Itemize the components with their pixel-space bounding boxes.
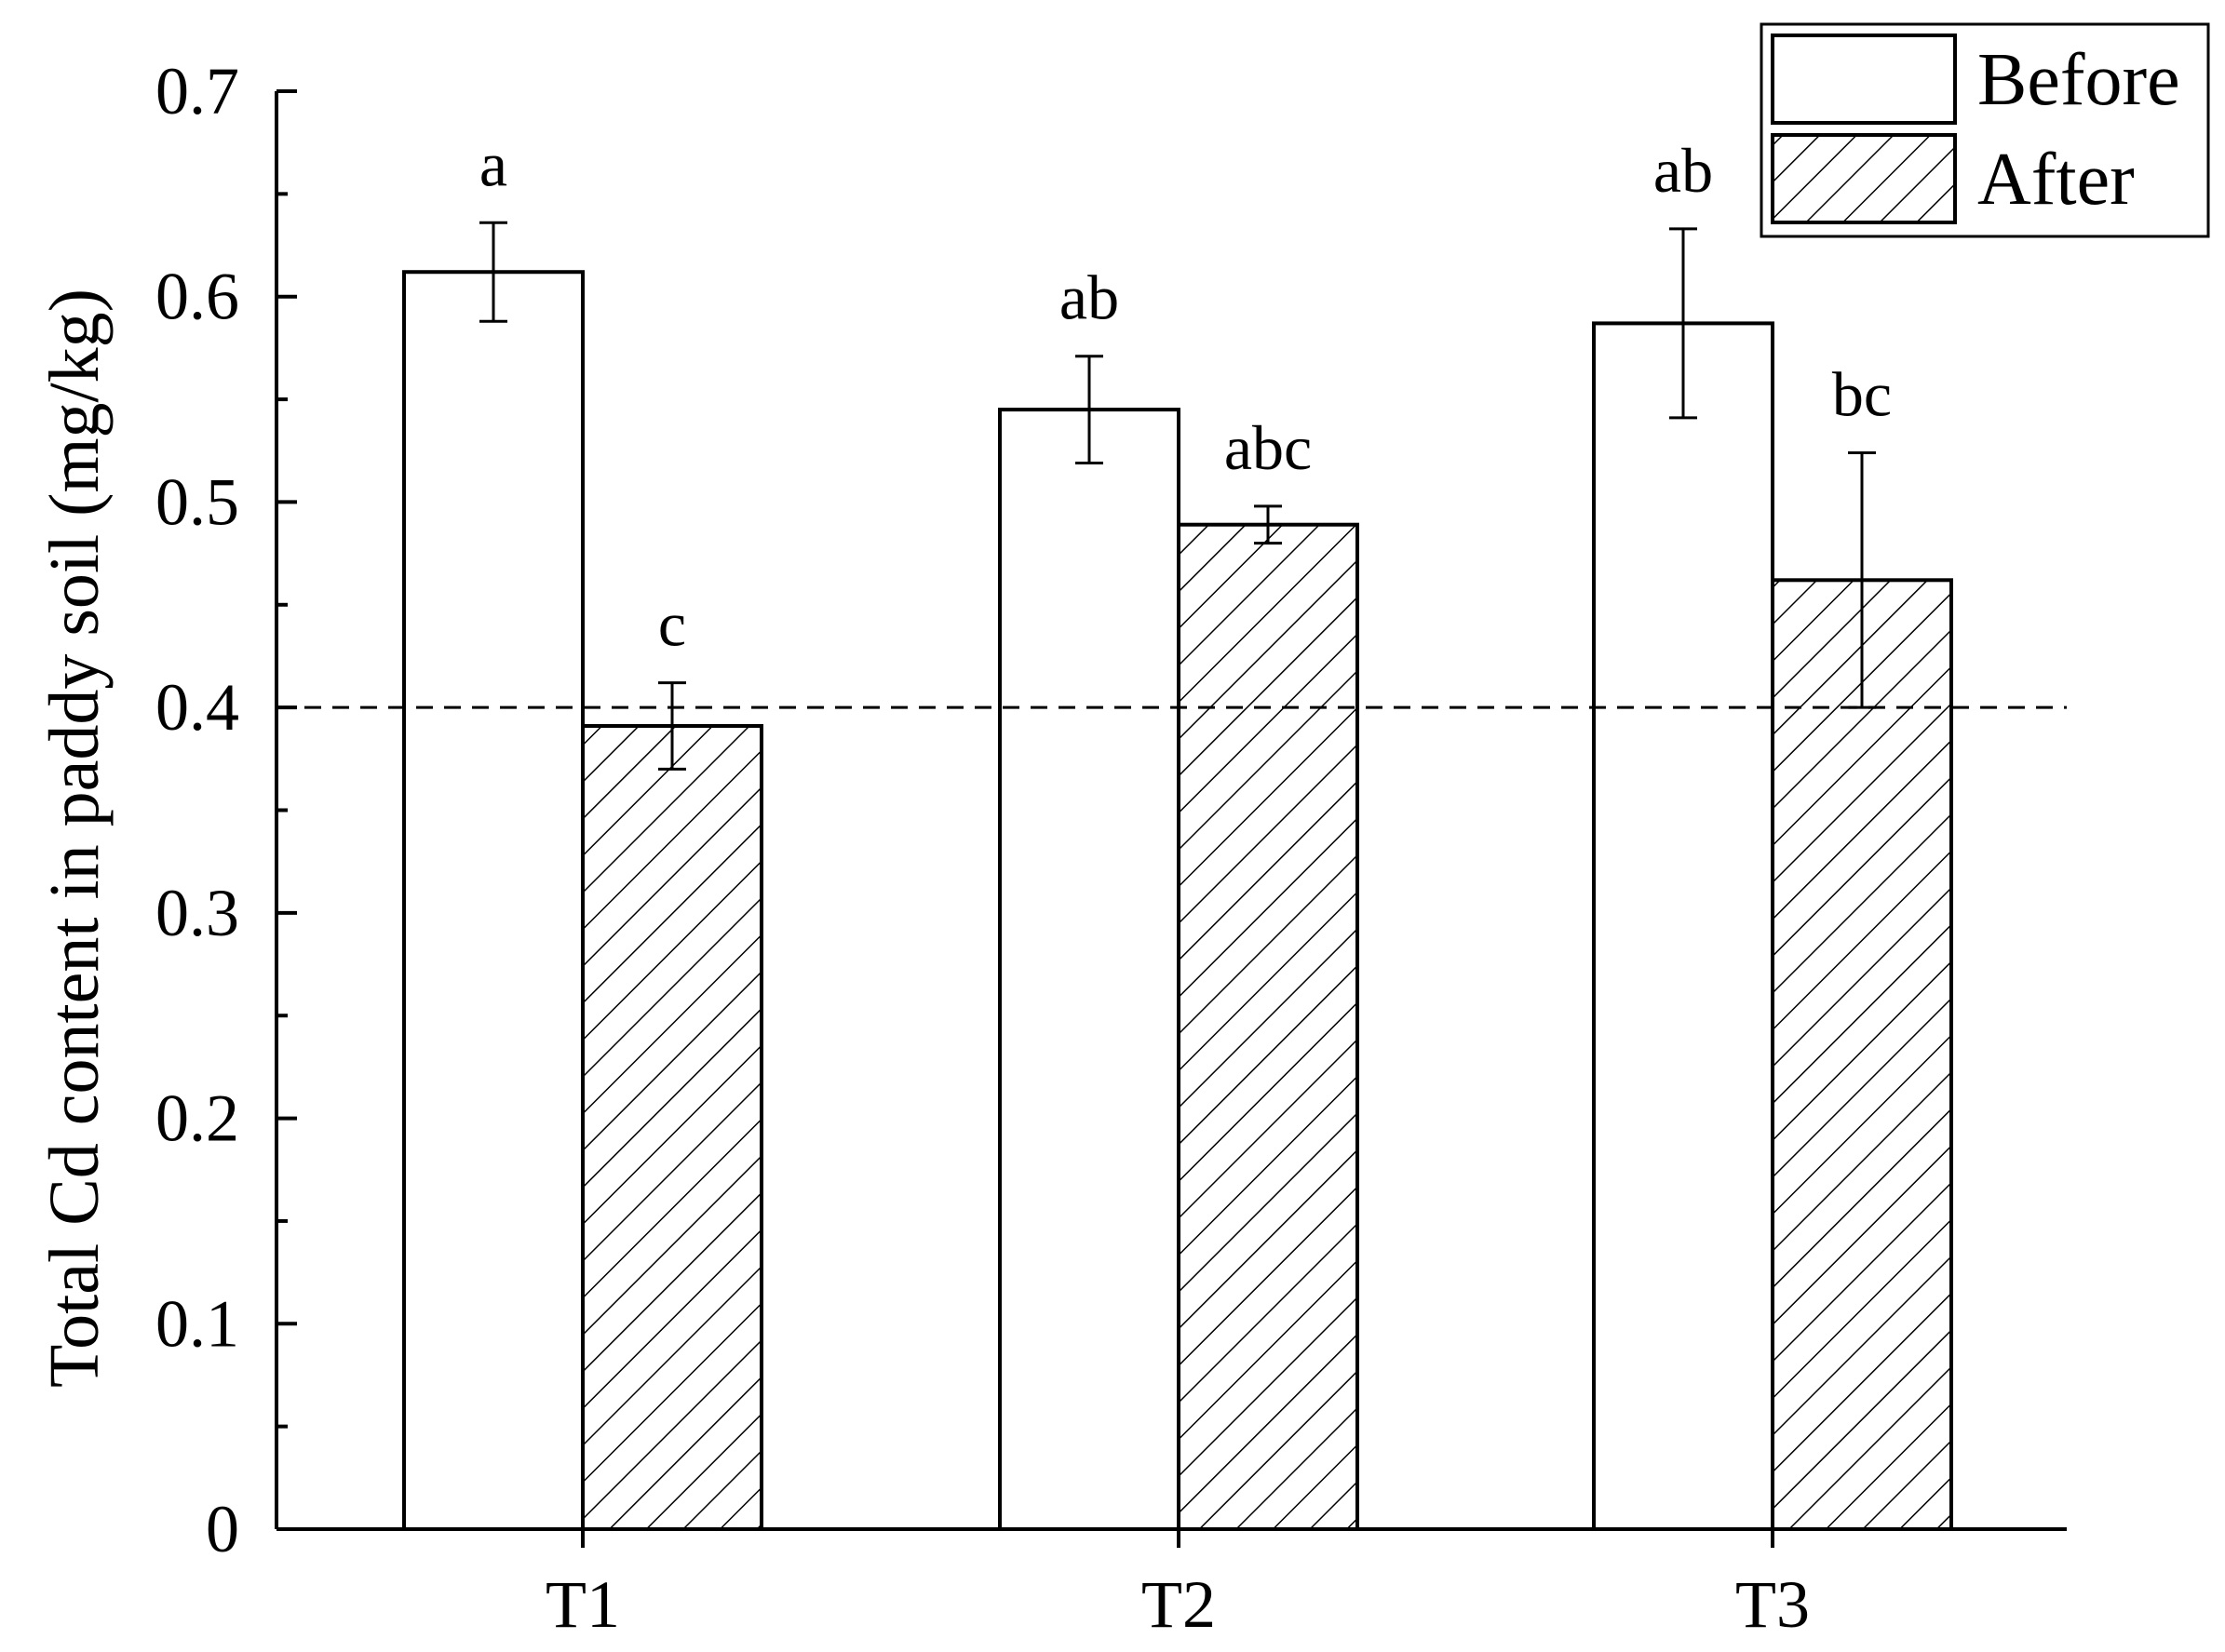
bar-after-t1 [581,724,763,1531]
bar-before-t3 [1592,321,1774,1532]
x-tick-label-t2: T2 [1141,1567,1216,1642]
significance-label: c [658,589,686,660]
bar-before-t1 [402,270,585,1532]
significance-label: bc [1832,358,1892,429]
significance-label: abc [1224,412,1312,483]
x-tick-label-t1: T1 [546,1567,620,1642]
y-tick-label: 0.1 [155,1286,239,1361]
legend-swatch-after [1771,133,1957,224]
y-tick-label: 0.2 [155,1081,239,1156]
legend-label-after: After [1977,139,2135,221]
y-axis-title: Total Cd content in paddy soil (mg/kg) [35,289,114,1388]
significance-label: ab [1059,262,1119,333]
bar-after-t3 [1771,578,1953,1531]
legend-swatch-before [1771,34,1957,125]
bar-after-t2 [1177,522,1359,1531]
significance-label: ab [1653,135,1713,206]
legend-label-before: Before [1977,39,2180,121]
y-tick-label: 0.7 [155,54,239,128]
bar-before-t2 [998,408,1180,1531]
y-tick-label: 0.6 [155,260,239,334]
y-tick-label: 0.5 [155,464,239,539]
significance-label: a [479,128,507,199]
y-tick-label: 0.3 [155,876,239,950]
y-tick-label: 0.4 [155,670,239,745]
x-tick-label-t3: T3 [1735,1567,1810,1642]
y-tick-label: 0 [206,1492,239,1566]
